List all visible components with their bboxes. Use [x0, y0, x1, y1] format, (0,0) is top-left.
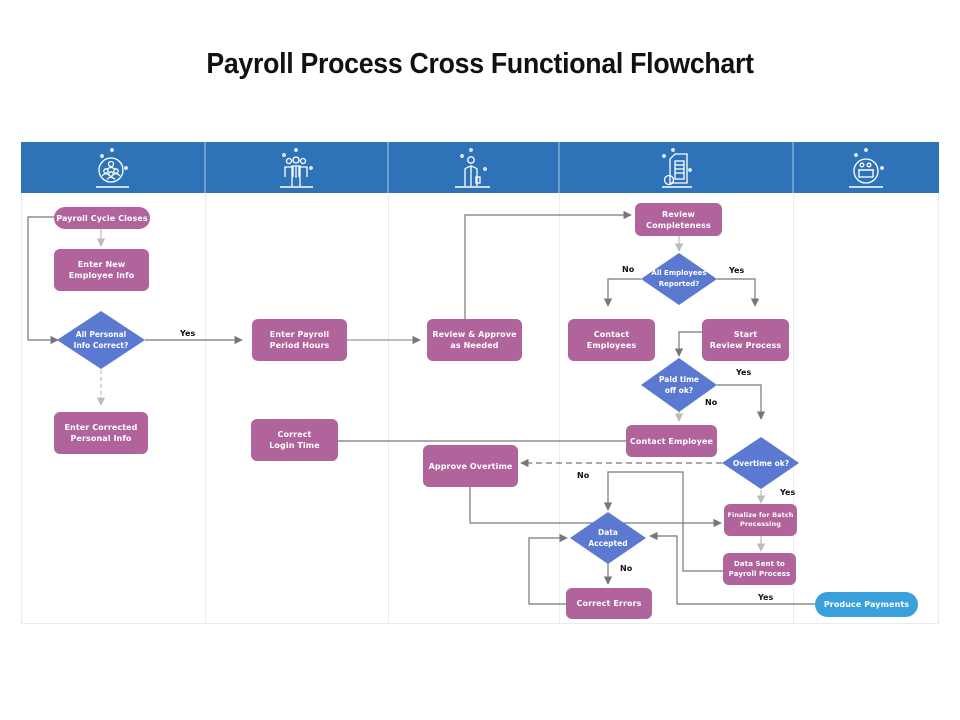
- connector: [464, 210, 632, 319]
- edge-label-yes: Yes: [729, 266, 745, 275]
- lane-divider: [388, 142, 389, 624]
- lane-header-4: [560, 142, 792, 193]
- payroll-cycle-closes-node[interactable]: Payroll Cycle Closes: [54, 207, 150, 229]
- edge-label-no: No: [622, 265, 635, 274]
- decision-shape: [570, 512, 646, 564]
- contact-employee-node[interactable]: Contact Employee: [626, 425, 717, 457]
- edge-label-yes: Yes: [180, 329, 196, 338]
- connector: [603, 278, 641, 307]
- header-divider: [558, 142, 560, 193]
- connector: [27, 216, 59, 345]
- lane-divider: [559, 142, 560, 624]
- lane-header-3: [389, 142, 558, 193]
- edge-label-yes: Yes: [758, 593, 774, 602]
- reception-desk-icon: [848, 147, 884, 188]
- header-divider: [792, 142, 794, 193]
- approve-overtime-node[interactable]: Approve Overtime: [423, 445, 518, 487]
- connector: [717, 384, 766, 420]
- decision-shape: [641, 253, 717, 305]
- swimlane-header: [21, 142, 939, 193]
- produce-payments-node[interactable]: Produce Payments: [815, 592, 918, 617]
- businessman-icon: [454, 147, 490, 188]
- lane-divider: [793, 142, 794, 624]
- edge-label-no: No: [577, 471, 590, 480]
- edge-label-yes: Yes: [736, 368, 752, 377]
- connector: [469, 487, 722, 528]
- edge-label-yes: Yes: [780, 488, 796, 497]
- connector: [649, 531, 815, 605]
- lane-header-5: [794, 142, 939, 193]
- decision-shape: [57, 311, 145, 369]
- decision-shape: [722, 437, 799, 489]
- lane-header-1: [21, 142, 204, 193]
- edge-label-no: No: [705, 398, 718, 407]
- invoice-document-icon: [662, 147, 692, 188]
- team-group-icon: [279, 147, 313, 188]
- decision-shape: [641, 358, 717, 412]
- connector: [603, 471, 723, 572]
- correct-errors-node[interactable]: Correct Errors: [566, 588, 652, 619]
- connector: [674, 331, 703, 357]
- lane-header-2: [206, 142, 387, 193]
- lane-divider: [205, 142, 206, 624]
- overtime-ok-decision[interactable]: Overtime ok?: [732, 458, 790, 468]
- page-title: Payroll Process Cross Functional Flowcha…: [206, 48, 754, 80]
- header-divider: [387, 142, 389, 193]
- team-circle-icon: [95, 147, 129, 188]
- edge-label-no: No: [620, 564, 633, 573]
- connector: [717, 278, 760, 307]
- connector: [528, 533, 568, 605]
- header-divider: [204, 142, 206, 193]
